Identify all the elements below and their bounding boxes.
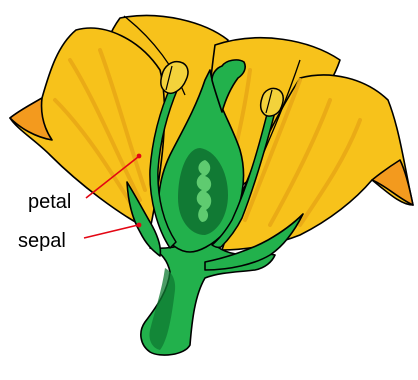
sepal-label: sepal [18, 230, 66, 252]
sepal-leader-line [84, 225, 138, 238]
petal-label: petal [28, 191, 71, 213]
sepal-leader-dot [137, 223, 142, 228]
petal-leader-dot [137, 154, 142, 159]
